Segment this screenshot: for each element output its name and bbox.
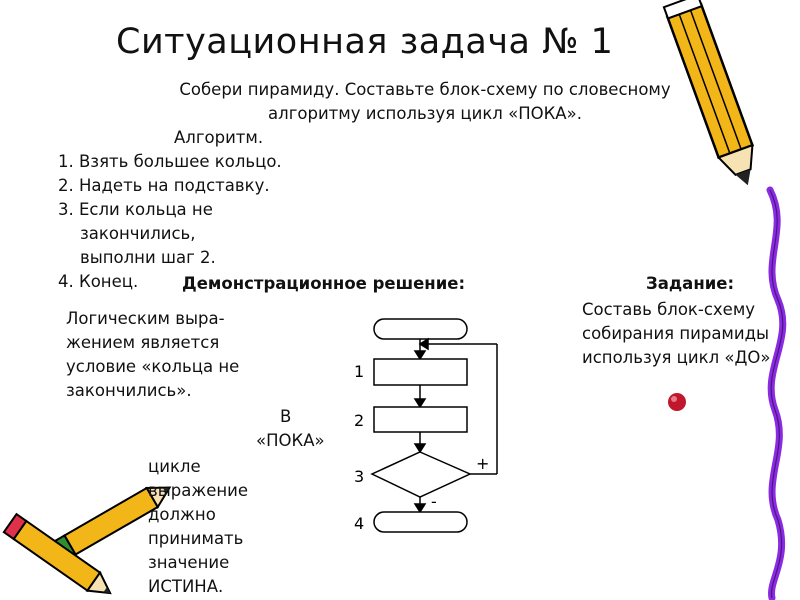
flowchart-label-1: 1: [354, 362, 364, 381]
assignment-line: используя цикл «ДО»: [582, 346, 800, 370]
algorithm-step: 2. Надеть на подставку.: [58, 174, 282, 198]
logic-note: Логическим выра-жением является условие …: [66, 307, 266, 403]
loop-note-text: цикле выражение должно принимать значени…: [148, 455, 298, 599]
flowchart-block-1: [374, 359, 467, 385]
flowchart-decision-3: [372, 452, 470, 497]
flowchart-label-2: 2: [354, 411, 364, 430]
assignment-line: Составь блок-схему: [582, 298, 800, 322]
flowchart-minus-label: -: [431, 492, 437, 511]
algorithm-heading: Алгоритм.: [174, 128, 263, 147]
assignment-text: Составь блок-схему собирания пирамиды ис…: [582, 298, 800, 370]
flowchart-end-terminator: [374, 512, 467, 532]
loop-note-keyword: «ПОКА»: [256, 431, 325, 450]
demo-heading: Демонстрационное решение:: [182, 274, 465, 293]
assignment-line: собирания пирамиды: [582, 322, 800, 346]
red-dot: [668, 393, 686, 411]
algorithm-steps: 1. Взять большее кольцо. 2. Надеть на по…: [58, 150, 282, 294]
task-text: Собери пирамиду. Составьте блок-схему по…: [160, 78, 690, 126]
loop-note-prefix: В: [280, 407, 291, 426]
flowchart-start-terminator: [374, 319, 467, 339]
algorithm-step: закончились,: [58, 222, 282, 246]
assignment-heading: Задание:: [646, 274, 734, 293]
flowchart-label-3: 3: [354, 467, 364, 486]
slide-title: Ситуационная задача № 1: [116, 22, 613, 62]
algorithm-step: выполни шаг 2.: [58, 246, 282, 270]
algorithm-step: 3. Если кольца не: [58, 198, 282, 222]
flowchart-label-4: 4: [354, 514, 364, 533]
flowchart-block-2: [374, 407, 467, 432]
flowchart-plus-label: +: [476, 454, 489, 473]
algorithm-step: 1. Взять большее кольцо.: [58, 150, 282, 174]
